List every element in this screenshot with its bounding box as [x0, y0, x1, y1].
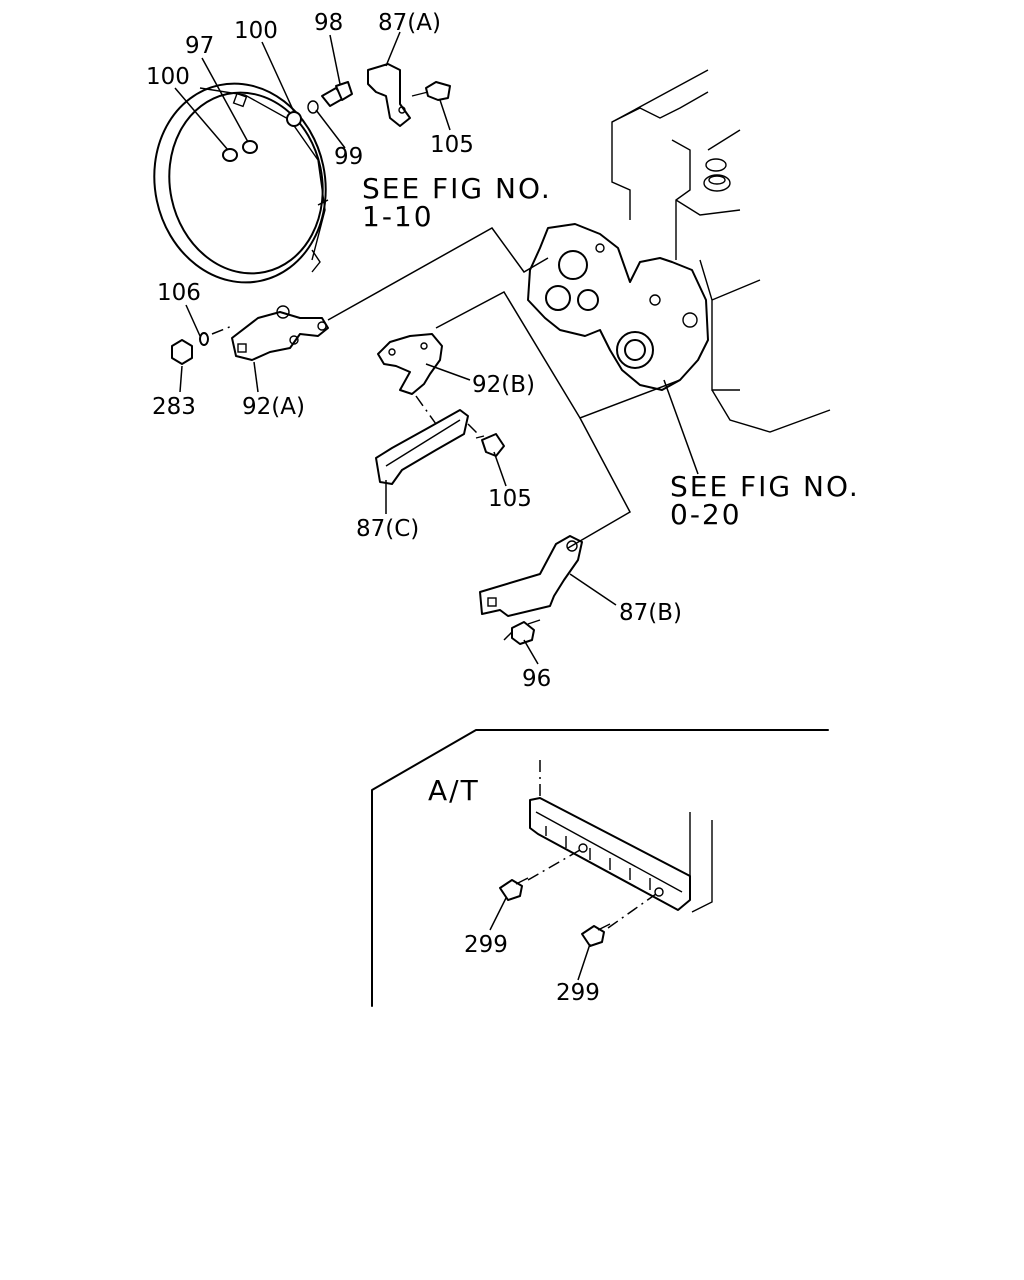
callout-92b: 92(B)	[472, 372, 535, 398]
at-inset	[371, 729, 829, 1007]
see-fig-1-10-line2: 1-10	[362, 200, 434, 233]
callout-299-b: 299	[556, 980, 600, 1006]
callout-87b: 87(B)	[619, 600, 682, 626]
flywheel-housing	[153, 82, 327, 284]
bracket-92a	[231, 305, 329, 361]
nut-283	[171, 332, 209, 365]
inset-leaders	[489, 897, 591, 981]
callout-105-top: 105	[430, 132, 474, 158]
callout-100-left: 100	[146, 64, 190, 90]
bolt-105-mid	[475, 433, 505, 457]
see-fig-0-20-line2: 0-20	[670, 498, 742, 531]
bolt-96	[511, 619, 541, 645]
bolt-299-a	[499, 877, 529, 901]
hardware-cluster-top	[222, 81, 353, 162]
bolt-299-b	[581, 923, 611, 947]
see-fig-1-10-line1: SEE FIG NO.	[362, 172, 552, 205]
bolt-105-top	[411, 81, 451, 101]
callout-99: 99	[334, 144, 363, 170]
bracket-87a	[367, 63, 411, 127]
bracket-92b	[377, 333, 443, 395]
callout-299-a: 299	[464, 932, 508, 958]
assembly-lines	[211, 227, 681, 641]
callout-106: 106	[157, 280, 201, 306]
leader-lines	[174, 31, 699, 665]
inset-at-label: A/T	[428, 774, 480, 807]
callout-labels: 97 100 100 98 87(A) 99 105 106 283 92(A)…	[146, 10, 682, 1006]
callout-100-top: 100	[234, 18, 278, 44]
bracket-87b	[479, 535, 583, 617]
bracket-87c	[375, 409, 469, 485]
see-fig-0-20-line1: SEE FIG NO.	[670, 470, 860, 503]
callout-92a: 92(A)	[242, 394, 305, 420]
engine-block-outline	[611, 69, 831, 433]
callout-87c: 87(C)	[356, 516, 419, 542]
callout-97: 97	[185, 33, 214, 59]
callout-105-mid: 105	[488, 486, 532, 512]
callout-96: 96	[522, 666, 551, 692]
callout-283: 283	[152, 394, 196, 420]
callout-98: 98	[314, 10, 343, 36]
callout-87a: 87(A)	[378, 10, 441, 36]
gear-case	[527, 223, 709, 391]
figure-references: SEE FIG NO. 1-10 SEE FIG NO. 0-20 A/T	[362, 172, 860, 807]
